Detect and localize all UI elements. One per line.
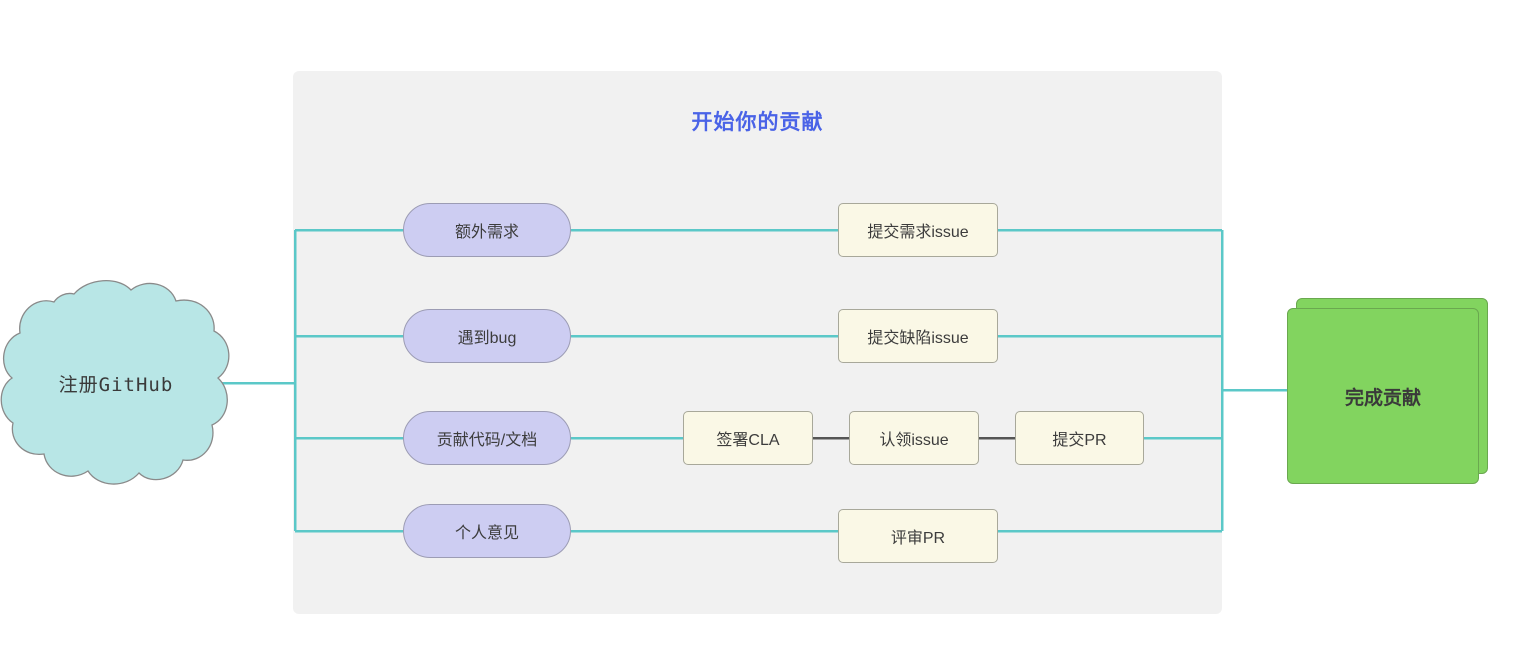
action-node-sign-cla[interactable]: 签署CLA — [683, 411, 813, 465]
action-node-submit-pr[interactable]: 提交PR — [1015, 411, 1144, 465]
action-node-label: 提交PR — [1052, 432, 1107, 449]
branch-node-label: 额外需求 — [454, 224, 519, 241]
action-node-label: 认领issue — [879, 432, 949, 449]
start-node-cloud[interactable]: 注册GitHub — [0, 276, 232, 491]
branch-node-personal-opinion[interactable]: 个人意见 — [403, 504, 571, 558]
branch-node-label: 个人意见 — [454, 525, 519, 542]
branch-node-bug[interactable]: 遇到bug — [403, 309, 571, 363]
start-node-text-wrap: 注册GitHub — [0, 276, 232, 491]
end-node-front-layer: 完成贡献 — [1287, 308, 1479, 484]
branch-node-label: 遇到bug — [457, 330, 517, 347]
action-node-review-pr[interactable]: 评审PR — [838, 509, 998, 563]
action-node-claim-issue[interactable]: 认领issue — [849, 411, 979, 465]
action-node-label: 评审PR — [890, 530, 946, 547]
cloud-shape-icon — [0, 279, 230, 485]
end-node-stacked[interactable]: 完成贡献 — [1283, 295, 1495, 490]
action-node-submit-bug-issue[interactable]: 提交缺陷issue — [838, 309, 998, 363]
end-node-label: 完成贡献 — [1344, 387, 1421, 409]
page-title: 开始你的贡献 — [691, 111, 824, 134]
action-node-label: 提交需求issue — [867, 224, 969, 241]
branch-node-extra-requirement[interactable]: 额外需求 — [403, 203, 571, 257]
branch-node-contribute-code[interactable]: 贡献代码/文档 — [403, 411, 571, 465]
start-node-label: 注册GitHub — [58, 374, 174, 396]
action-node-submit-feature-issue[interactable]: 提交需求issue — [838, 203, 998, 257]
action-node-label: 签署CLA — [716, 432, 780, 449]
branch-node-label: 贡献代码/文档 — [436, 432, 538, 449]
action-node-label: 提交缺陷issue — [867, 330, 969, 347]
